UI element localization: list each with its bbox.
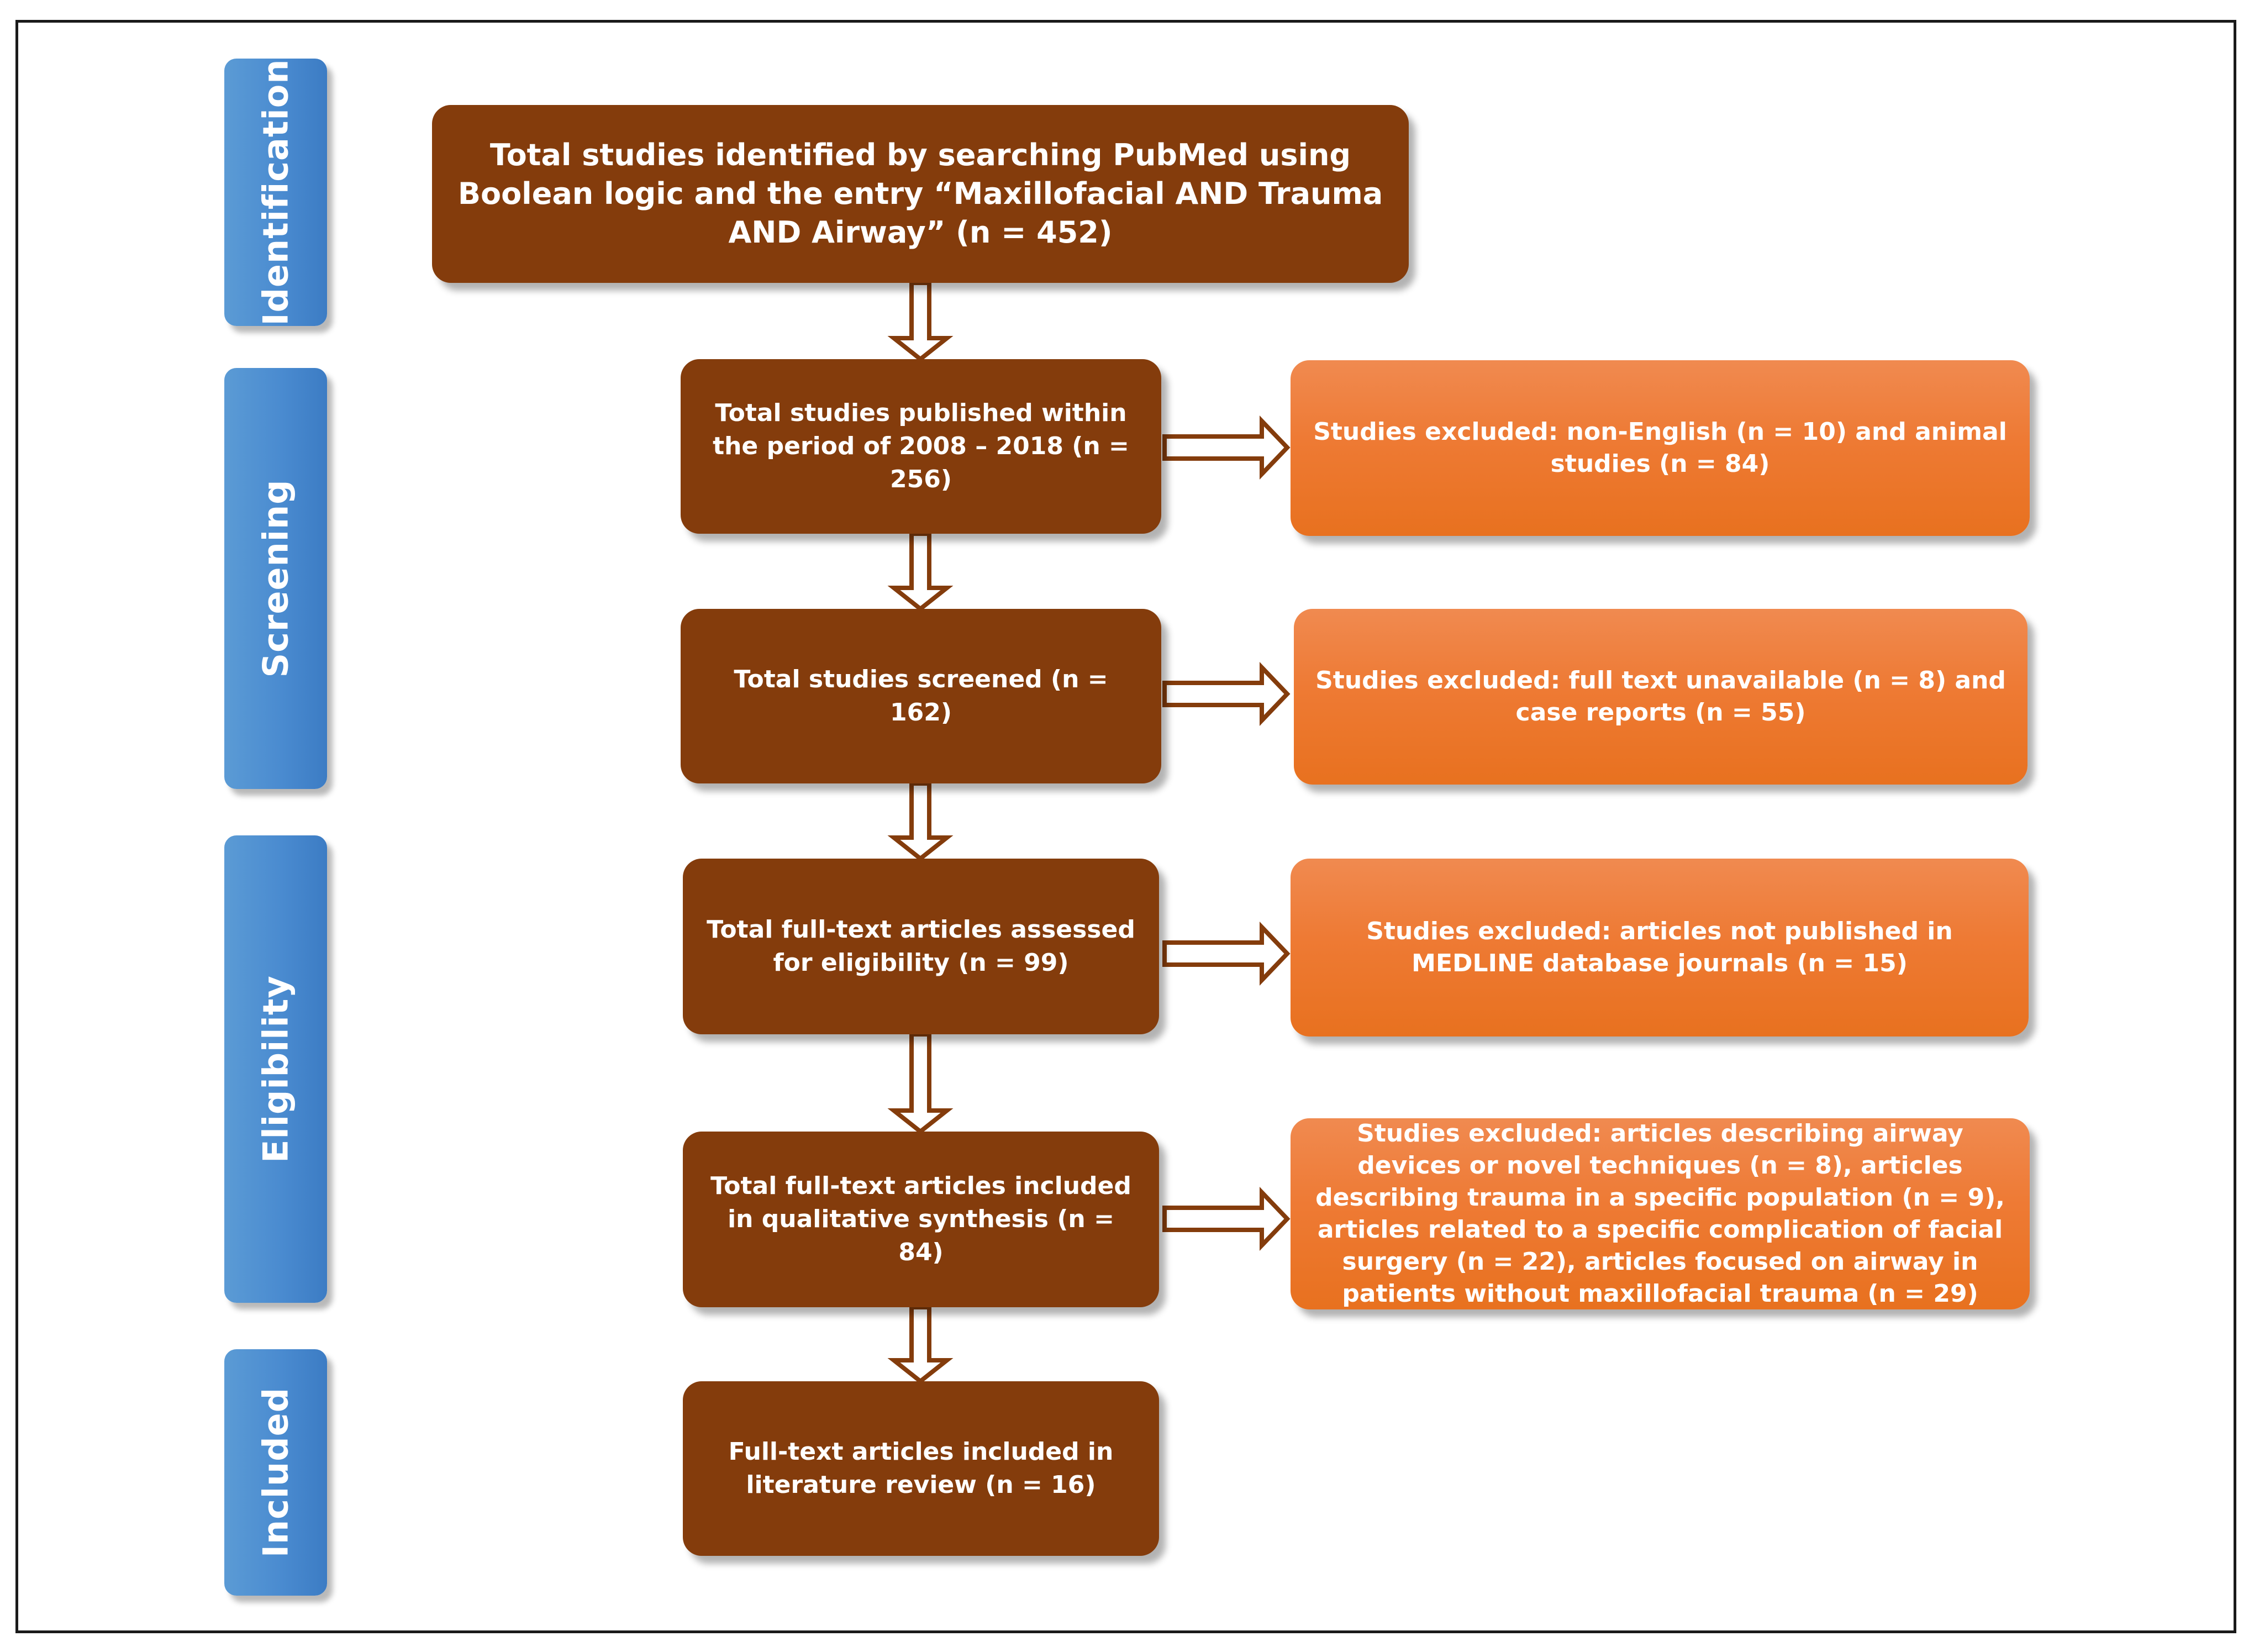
- box-published-text: Total studies published within the perio…: [713, 399, 1129, 493]
- box-review-text: Full-text articles included in literatur…: [728, 1438, 1114, 1499]
- arrow-down-5: [887, 1305, 954, 1385]
- box-excluded-medline-text: Studies excluded: articles not published…: [1366, 917, 1953, 977]
- phase-screening: Screening: [224, 368, 327, 789]
- box-screened: Total studies screened (n = 162): [681, 609, 1161, 783]
- arrow-down-3: [887, 781, 954, 862]
- box-published: Total studies published within the perio…: [681, 359, 1161, 534]
- box-excluded-language-animal: Studies excluded: non-English (n = 10) a…: [1291, 360, 2030, 536]
- box-excluded-fulltext-case-text: Studies excluded: full text unavailable …: [1315, 666, 2006, 727]
- arrow-down-2: [887, 532, 954, 612]
- arrow-right-1: [1162, 415, 1291, 480]
- box-assessed: Total full-text articles assessed for el…: [683, 859, 1159, 1034]
- figure-frame: [15, 20, 2236, 1633]
- box-excluded-fulltext-case: Studies excluded: full text unavailable …: [1294, 609, 2027, 785]
- box-excluded-scope-text: Studies excluded: articles describing ai…: [1315, 1119, 2005, 1308]
- arrow-right-3: [1162, 922, 1291, 986]
- arrow-right-2: [1162, 662, 1291, 726]
- box-excluded-scope: Studies excluded: articles describing ai…: [1291, 1118, 2030, 1309]
- box-excluded-language-animal-text: Studies excluded: non-English (n = 10) a…: [1313, 418, 2007, 478]
- phase-included: Included: [224, 1349, 327, 1596]
- box-synthesis: Total full-text articles included in qua…: [683, 1132, 1159, 1307]
- arrow-right-4: [1162, 1187, 1291, 1251]
- box-screened-text: Total studies screened (n = 162): [734, 665, 1108, 727]
- box-excluded-medline: Studies excluded: articles not published…: [1291, 859, 2029, 1037]
- box-review: Full-text articles included in literatur…: [683, 1381, 1159, 1556]
- box-synthesis-text: Total full-text articles included in qua…: [710, 1172, 1131, 1266]
- arrow-down-4: [887, 1032, 954, 1135]
- phase-identification: Identification: [224, 59, 327, 326]
- box-assessed-text: Total full-text articles assessed for el…: [707, 916, 1135, 977]
- box-identified-text: Total studies identified by searching Pu…: [457, 138, 1383, 250]
- phase-eligibility: Eligibility: [224, 835, 327, 1303]
- box-identified: Total studies identified by searching Pu…: [432, 105, 1409, 283]
- arrow-down-1: [887, 281, 954, 362]
